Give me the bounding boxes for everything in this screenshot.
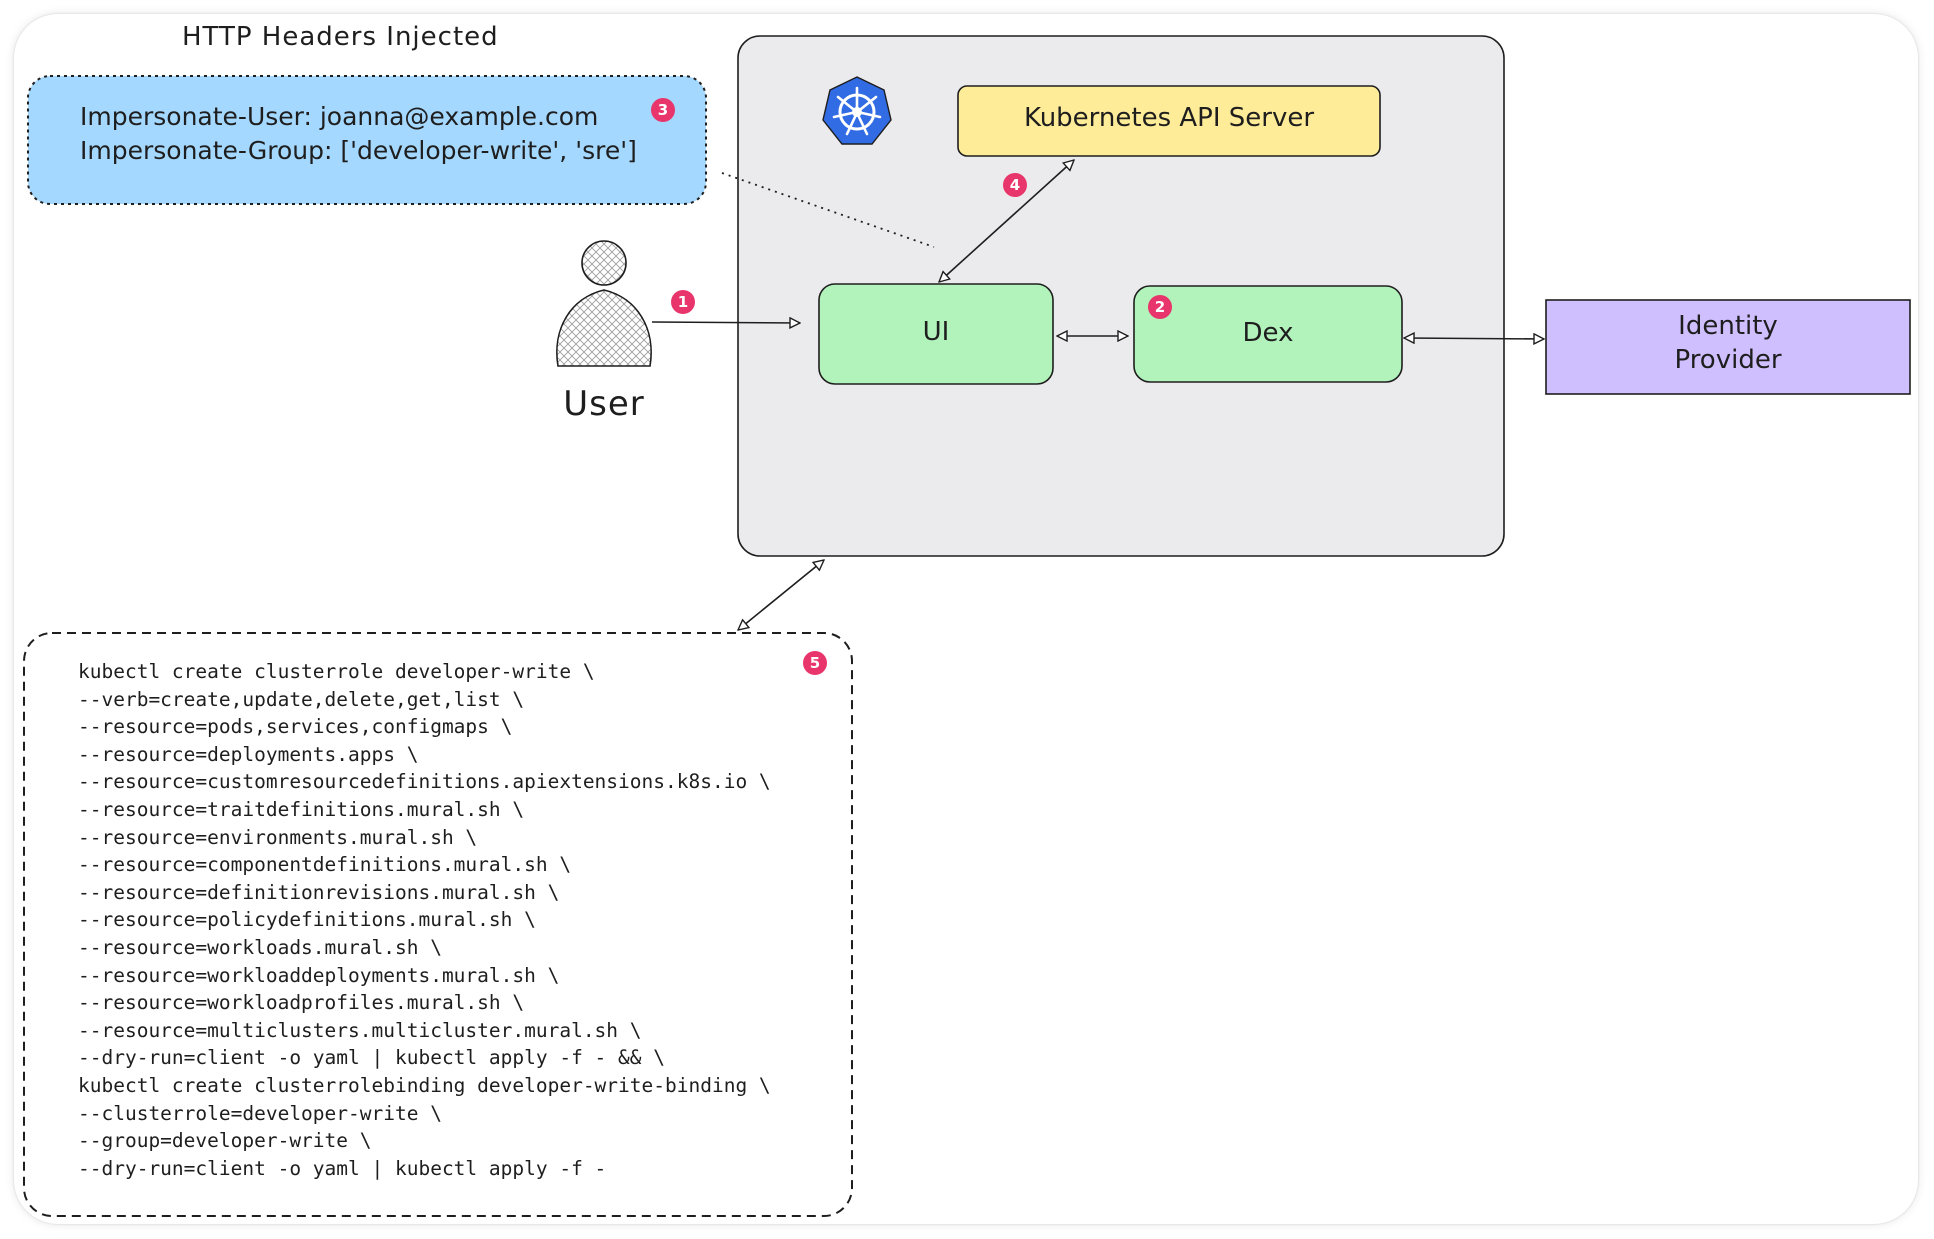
step-badge-5: 5 (803, 651, 827, 675)
code-line: --resource=multiclusters.multicluster.mu… (78, 1018, 642, 1042)
dex-label: Dex (1242, 318, 1294, 348)
arrow-cluster-code (738, 560, 824, 630)
code-line: kubectl create clusterrole developer-wri… (78, 660, 595, 683)
step-badge-3: 3 (651, 98, 675, 122)
arrow-user-to-ui (651, 322, 800, 323)
rbac-command-code-block: kubectl create clusterrole developer-wri… (78, 658, 771, 1182)
code-line: --verb=create,update,delete,get,list \ (78, 687, 525, 711)
kubernetes-logo-icon (822, 76, 892, 145)
arrow-dex-identity-provider (1404, 338, 1544, 339)
step-badge-4: 4 (1003, 173, 1027, 197)
code-line: --resource=customresourcedefinitions.api… (78, 770, 771, 794)
identity-provider-label-line2: Provider (1674, 345, 1782, 375)
api-server-box (957, 85, 1381, 157)
cluster-container (737, 35, 1505, 557)
code-line: --resource=pods,services,configmaps \ (78, 715, 513, 739)
headers-box (27, 75, 707, 205)
ui-label: UI (922, 317, 950, 347)
api-server-label: Kubernetes API Server (1023, 103, 1315, 133)
code-line: --resource=workloads.mural.sh \ (78, 935, 442, 959)
step-badge-2: 2 (1148, 295, 1172, 319)
code-line: --resource=deployments.apps \ (78, 742, 419, 766)
dex-box (1133, 285, 1403, 383)
identity-provider-box (1545, 299, 1911, 395)
code-line: --resource=policydefinitions.mural.sh \ (78, 908, 536, 932)
code-line: --dry-run=client -o yaml | kubectl apply… (78, 1046, 665, 1070)
impersonate-group-header: Impersonate-Group: ['developer-write', '… (80, 136, 637, 165)
ui-box (818, 283, 1054, 385)
step-badge-1: 1 (671, 290, 695, 314)
code-line: --resource=workloaddeployments.mural.sh … (78, 963, 560, 987)
code-line: kubectl create clusterrolebinding develo… (78, 1073, 771, 1097)
code-line: --resource=componentdefinitions.mural.sh… (78, 853, 572, 877)
identity-provider-label-line1: Identity (1678, 311, 1778, 341)
code-box (23, 632, 853, 1217)
code-line: --resource=workloadprofiles.mural.sh \ (78, 991, 525, 1015)
impersonate-user-header: Impersonate-User: joanna@example.com (80, 102, 599, 131)
code-line: --resource=traitdefinitions.mural.sh \ (78, 797, 525, 821)
code-line: --dry-run=client -o yaml | kubectl apply… (78, 1156, 607, 1180)
headers-title: HTTP Headers Injected (182, 22, 499, 52)
arrow-ui-api-server (939, 160, 1074, 282)
code-line: --resource=environments.mural.sh \ (78, 825, 478, 849)
code-line: --group=developer-write \ (78, 1129, 372, 1153)
user-person-icon (556, 240, 652, 367)
code-line: --clusterrole=developer-write \ (78, 1101, 442, 1125)
user-label: User (563, 384, 645, 424)
code-line: --resource=definitionrevisions.mural.sh … (78, 880, 560, 904)
dotted-connector-headers (721, 172, 935, 248)
